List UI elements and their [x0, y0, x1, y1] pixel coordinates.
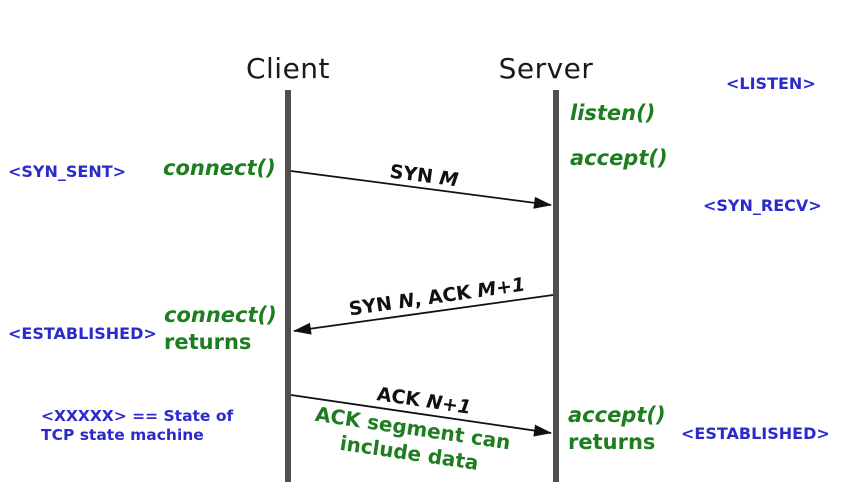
call-accept: accept(): [570, 146, 668, 170]
call-connect-returns: connect() returns: [164, 302, 277, 356]
accept-returns-fn: accept(): [568, 403, 666, 427]
accept-returns-suffix: returns: [568, 430, 656, 454]
state-legend-line2: TCP state machine: [41, 426, 204, 444]
state-established-client: <ESTABLISHED>: [8, 324, 157, 343]
server-title: Server: [498, 52, 594, 85]
syn-arrow: [290, 170, 552, 209]
state-listen: <LISTEN>: [726, 74, 816, 93]
server-lifeline: [553, 90, 559, 482]
connect-returns-fn: connect(): [164, 303, 277, 327]
state-syn-recv: <SYN_RECV>: [703, 196, 822, 215]
ack-arrow: [290, 394, 552, 437]
client-lifeline: [285, 90, 291, 482]
syn-ack-arrow: [293, 294, 554, 335]
state-legend-line1: <XXXXX> == State of: [41, 407, 234, 425]
call-connect: connect(): [163, 156, 276, 180]
syn-seq-var: M: [437, 167, 460, 192]
state-established-server: <ESTABLISHED>: [681, 424, 830, 443]
connect-returns-suffix: returns: [164, 330, 252, 354]
state-legend: <XXXXX> == State of TCP state machine: [41, 407, 233, 445]
state-syn-sent: <SYN_SENT>: [8, 162, 127, 181]
call-listen: listen(): [570, 101, 656, 125]
client-title: Client: [245, 52, 331, 85]
call-accept-returns: accept() returns: [568, 402, 666, 456]
